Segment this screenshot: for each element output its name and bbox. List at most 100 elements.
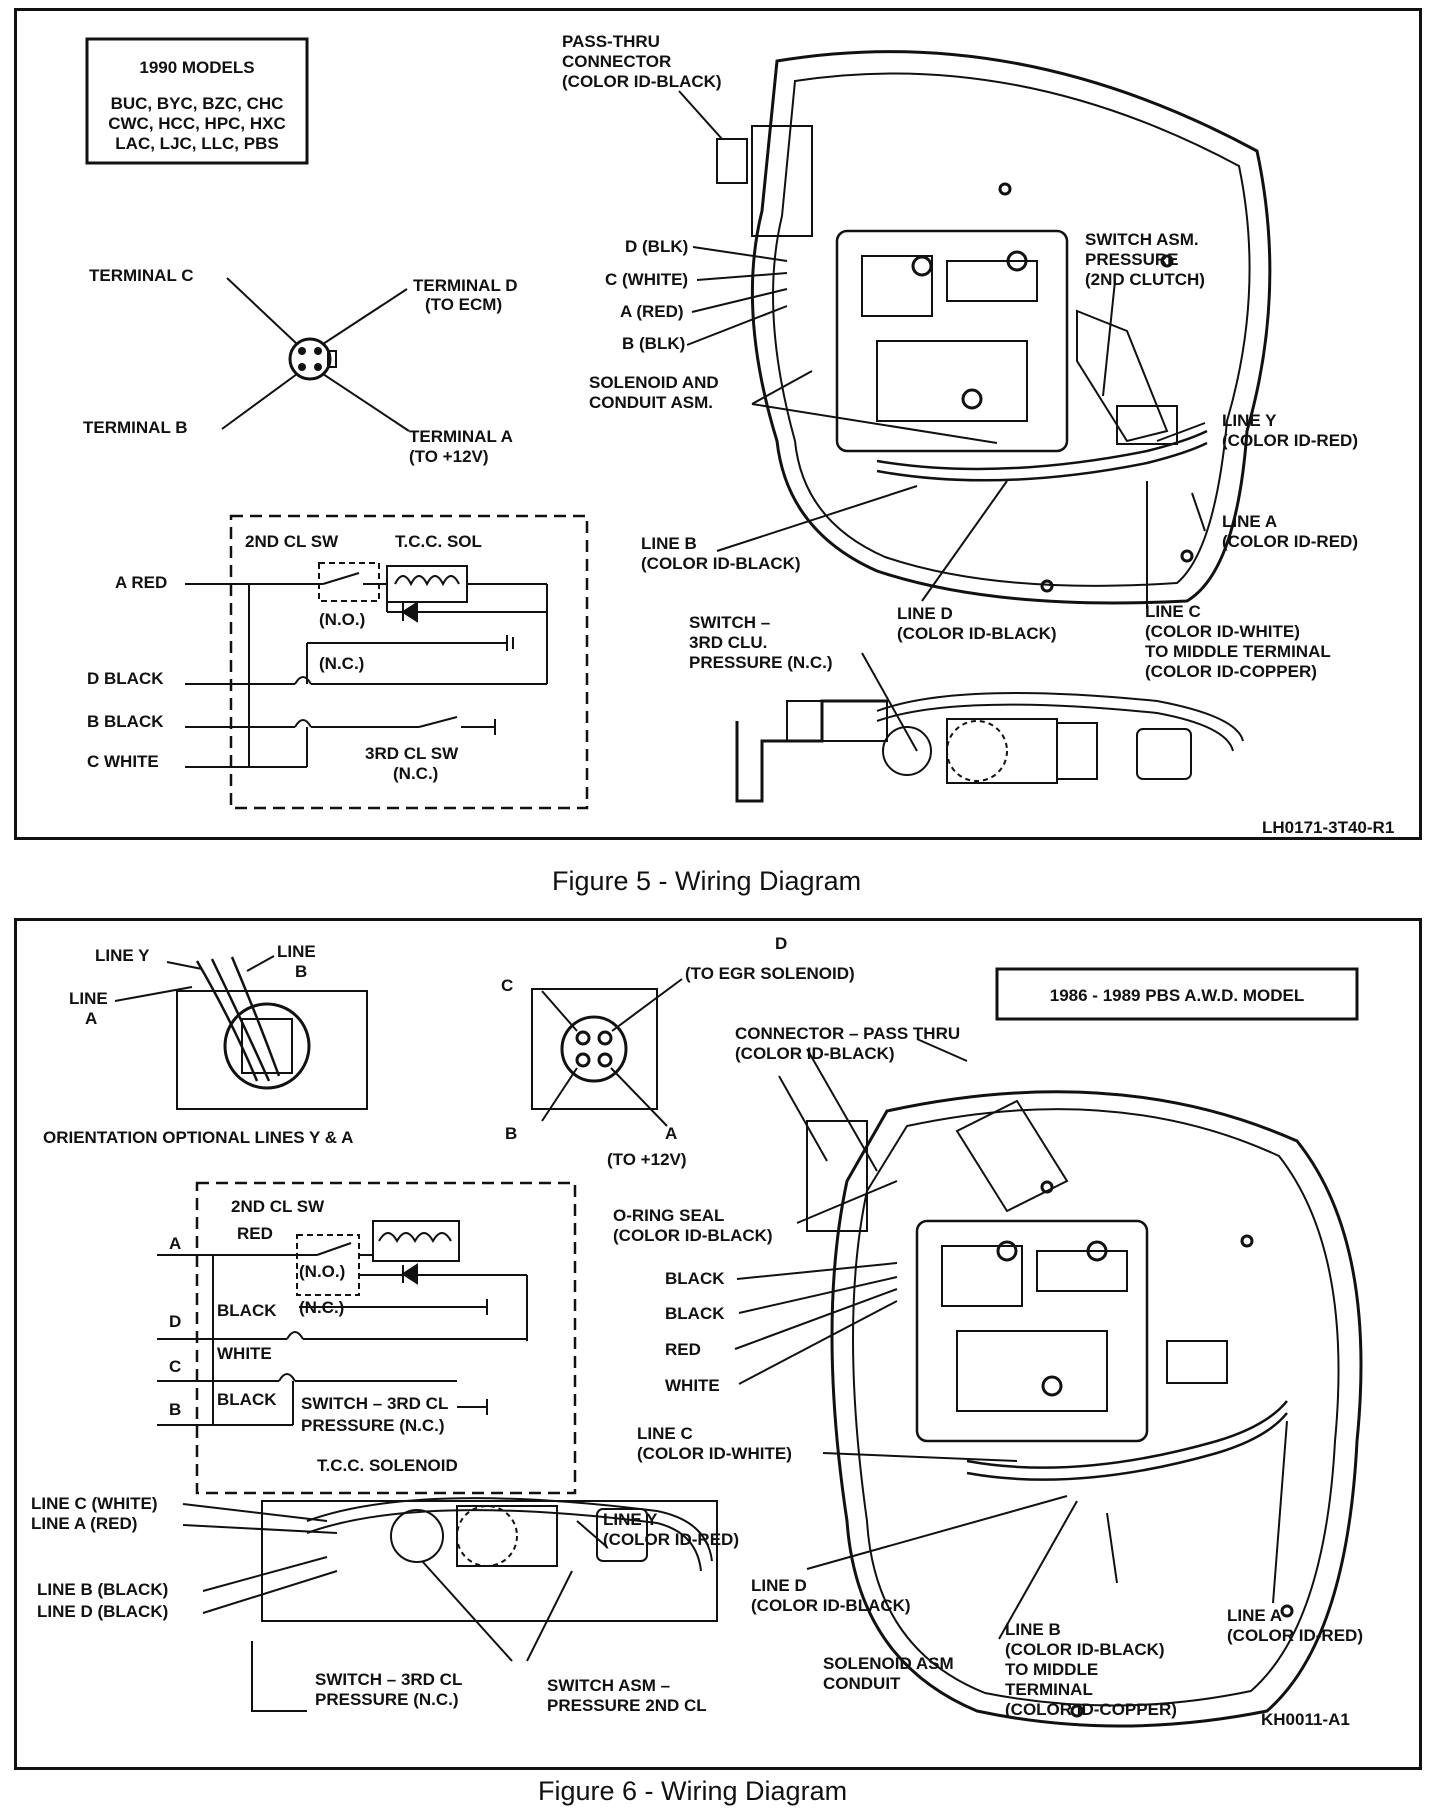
input-b-black: B BLACK [87,712,164,731]
input-c: C [169,1357,181,1376]
line-b-note: (COLOR ID-BLACK) [1005,1640,1165,1659]
model-box [995,967,1359,1021]
figure5-panel: 1990 MODELS BUC, BYC, BZC, CHC CWC, HCC,… [14,8,1422,840]
color-white: WHITE [217,1344,272,1363]
schematic-wiring [157,1220,528,1426]
conn-a-note: (TO +12V) [607,1150,687,1169]
conn-b-label: B [505,1124,517,1143]
la-red-label: LINE A (RED) [31,1514,137,1533]
input-b: B [169,1400,181,1419]
ld-black-label: LINE D (BLACK) [37,1602,168,1621]
schematic-sol-title: T.C.C. SOL [395,532,482,551]
color-red: RED [237,1224,273,1243]
line-b-note: TERMINAL [1005,1680,1093,1699]
line-d-label: LINE D [751,1576,807,1595]
figure6-panel: 1986 - 1989 PBS A.W.D. MODEL LINE Y LINE… [14,918,1422,1770]
wire-c-label: C (WHITE) [605,270,688,289]
callout-lines [678,90,1206,752]
sw3-note: (N.C.) [393,764,438,783]
sw3-note: PRESSURE (N.C.) [301,1416,445,1435]
switch-2nd-label: (2ND CLUTCH) [1085,270,1205,289]
no-label: (N.O.) [299,1262,345,1281]
orient-line-y: LINE Y [95,946,150,965]
input-a-red: A RED [115,573,167,592]
input-d-black: D BLACK [87,669,164,688]
lc-white-label: LINE C (WHITE) [31,1494,158,1513]
input-d: D [169,1312,181,1331]
input-a: A [169,1234,181,1253]
line-d-note: (COLOR ID-BLACK) [897,624,1057,643]
line-a-label: LINE A [1227,1606,1282,1625]
line-c-note: (COLOR ID-WHITE) [637,1444,792,1463]
line-b-label: LINE B [1005,1620,1061,1639]
terminal-b-label: TERMINAL B [83,418,188,437]
orient-line-b: B [295,962,307,981]
figure5-code: LH0171-3T40-R1 [1262,818,1394,837]
model-box-line: BUC, BYC, BZC, CHC [111,94,284,113]
line-d-note: (COLOR ID-BLACK) [751,1596,911,1615]
switch-assembly-illustration [735,692,1244,803]
nc-label: (N.C.) [319,654,364,673]
terminal-a-label: TERMINAL A [409,427,513,446]
callout-lines [182,1038,1288,1662]
sw3-callout: PRESSURE (N.C.) [315,1690,459,1709]
orient-line-b: LINE [277,942,316,961]
line-y-label: LINE Y [603,1510,658,1529]
solenoid-label: SOLENOID AND [589,373,719,392]
connector-icon [531,988,658,1110]
wire-d-label: D (BLK) [625,237,688,256]
sw3-callout: SWITCH – 3RD CL [315,1670,462,1689]
line-y-note: (COLOR ID-RED) [603,1530,739,1549]
schematic-wiring [185,562,548,768]
input-c-white: C WHITE [87,752,159,771]
line-d-label: LINE D [897,604,953,623]
switch-3rd-label: PRESSURE (N.C.) [689,653,833,672]
model-box [85,37,309,165]
nc-label: (N.C.) [299,1298,344,1317]
conn-d-note: (TO EGR SOLENOID) [685,964,855,983]
orient-caption: ORIENTATION OPTIONAL LINES Y & A [43,1128,353,1147]
switch-2nd-label: SWITCH ASM. [1085,230,1199,249]
oring-note: (COLOR ID-BLACK) [613,1226,773,1245]
wire-label: BLACK [665,1304,725,1323]
line-c-label: LINE C [637,1424,693,1443]
color-black: BLACK [217,1301,277,1320]
model-box-title: 1990 MODELS [139,58,254,77]
terminal-c-label: TERMINAL C [89,266,194,285]
model-box-title: 1986 - 1989 PBS A.W.D. MODEL [1050,986,1304,1005]
switch-3rd-label: SWITCH – [689,613,770,632]
line-a-note: (COLOR ID-RED) [1222,532,1358,551]
color-black: BLACK [217,1390,277,1409]
line-a-label: LINE A [1222,512,1277,531]
figure6-drawing: 1986 - 1989 PBS A.W.D. MODEL LINE Y LINE… [31,934,1363,1729]
terminal-a-note: (TO +12V) [409,447,489,466]
transmission-illustration [716,50,1272,605]
pass-thru-label: CONNECTOR [562,52,671,71]
tcc-label: T.C.C. SOLENOID [317,1456,458,1475]
orient-line-a: LINE [69,989,108,1008]
wire-label: BLACK [665,1269,725,1288]
conn-a-label: A [665,1124,677,1143]
schematic-title: 2ND CL SW [231,1197,325,1216]
model-box-line: CWC, HCC, HPC, HXC [108,114,286,133]
sw2-callout: PRESSURE 2ND CL [547,1696,707,1715]
orientation-illustration [176,956,368,1110]
terminal-d-label: TERMINAL D [413,276,518,295]
figure5-caption: Figure 5 - Wiring Diagram [552,866,862,896]
line-c-label: LINE C [1145,602,1201,621]
line-c-note: (COLOR ID-WHITE) [1145,622,1300,641]
conn-pass-label: CONNECTOR – PASS THRU [735,1024,960,1043]
switch-2nd-label: PRESSURE [1085,250,1179,269]
wire-a-label: A (RED) [620,302,684,321]
pass-thru-label: (COLOR ID-BLACK) [562,72,722,91]
model-box-line: LAC, LJC, LLC, PBS [115,134,278,153]
conn-d-label: D [775,934,787,953]
no-label: (N.O.) [319,610,365,629]
wire-b-label: B (BLK) [622,334,685,353]
line-c-note: (COLOR ID-COPPER) [1145,662,1317,681]
line-y-note: (COLOR ID-RED) [1222,431,1358,450]
figure6-caption: Figure 6 - Wiring Diagram [538,1776,848,1806]
orient-line-a: A [85,1009,97,1028]
wire-label: RED [665,1340,701,1359]
transmission-illustration [806,1090,1363,1728]
